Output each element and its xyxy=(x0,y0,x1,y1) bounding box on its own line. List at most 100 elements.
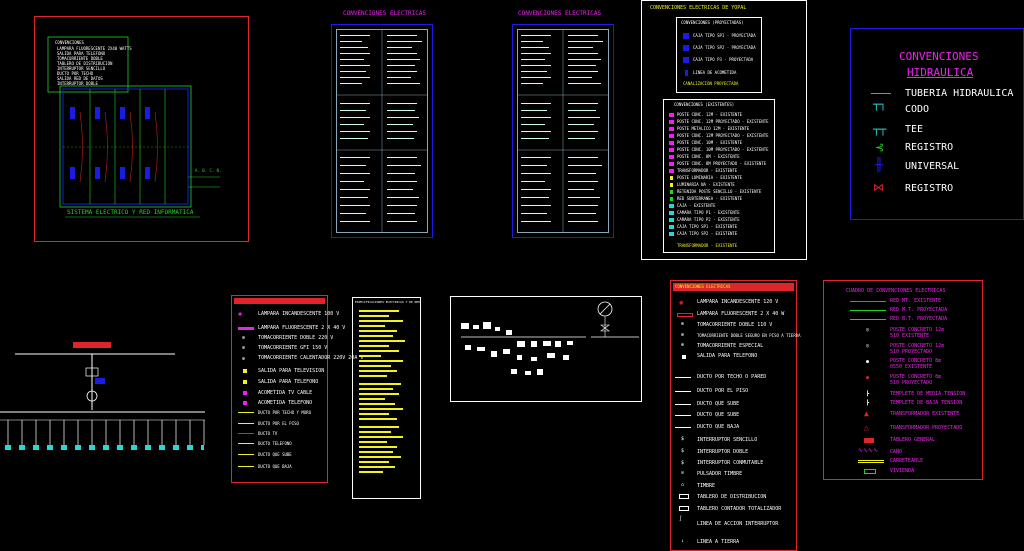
valve-icon: ⊰ xyxy=(875,141,885,154)
conduit-line-icon xyxy=(238,443,254,444)
yopal-sheet: CONVENCIONES ELECTRICAS DE YOPAL CONVENC… xyxy=(641,0,807,260)
left-legend-item: DUCTO POR EL PISO xyxy=(258,421,299,426)
ground-arrow-icon: ↓ xyxy=(681,538,685,544)
plan-legend-item: LAMPARA FLUORESCENTE 2X40 WATTS xyxy=(57,46,132,51)
outlet-icon: ⊕ xyxy=(242,356,246,362)
existing-item: POSTE CONC. 8M - EXISTENTE xyxy=(677,154,740,159)
yellow-notes-text xyxy=(359,310,405,473)
cuadro-item: TRANSFORMADOR EXISTENTE xyxy=(890,411,960,417)
existing-item: POSTE CONC. 10M - EXISTENTE xyxy=(677,140,743,145)
yellow-notes: ESPECIFICACIONES ELECTRICAS Y DE RED xyxy=(352,297,421,499)
switch-icon: $ xyxy=(681,436,685,442)
existing-item: LUMINARIA NA - EXISTENTE xyxy=(677,182,735,187)
existing-item: POSTE CONC. 12M PROYECTADO - EXISTENTE xyxy=(677,133,769,138)
existing-item: RETENIDA POSTE SENCILLO - EXISTENTE xyxy=(677,189,762,194)
cuadro-item: TABLERO GENERAL xyxy=(890,437,936,443)
table-right-title: CONVENCIONES ELECTRICAS xyxy=(518,10,602,17)
box-icon xyxy=(683,45,689,51)
projected-item: CAJA TIPO P3 - PROYECTADA xyxy=(693,57,754,62)
plan-sheet: CONVENCIONES LAMPARA FLUORESCENTE 2X40 W… xyxy=(34,16,249,242)
left-legend-item: DUCTO TELEFONO xyxy=(258,441,292,446)
table-right-grid xyxy=(517,29,609,233)
conduit-line-icon xyxy=(675,391,691,392)
existing-item: CAJA TIPO SP1 - EXISTENTE xyxy=(677,224,738,229)
left-legend-item: LAMPARA FLUORESCENTE 2 X 40 V xyxy=(258,325,346,331)
pushbutton-icon: ⊙ xyxy=(681,470,685,476)
bulb-icon: ✺ xyxy=(238,310,243,318)
svg-text:CONVENCIONES: CONVENCIONES xyxy=(55,40,84,45)
table-right xyxy=(512,24,614,238)
phone-line-icon xyxy=(243,401,247,405)
pole-icon: ◎ xyxy=(866,327,870,333)
gate-valve-icon: ⋈ xyxy=(873,181,884,194)
existing-item: CAJA - EXISTENTE xyxy=(677,203,716,208)
cuadro-item: RED B.T. PROYECTADA xyxy=(890,316,948,322)
transformer-projected-icon: △ xyxy=(864,423,869,432)
cuadro-legend: CUADRO DE CONVENCIONES ELECTRICAS RED MT… xyxy=(823,280,983,480)
box-icon xyxy=(683,57,689,63)
conduit-line-icon xyxy=(238,433,254,434)
existing-item: RED SUBTERRANEA - EXISTENTE xyxy=(677,196,743,201)
electrical-item: INTERRUPTOR DOBLE xyxy=(697,449,749,455)
pole-icon: ● xyxy=(866,359,870,365)
mt-line-icon xyxy=(850,301,886,302)
plan-side-note: A. B. C. N. xyxy=(195,168,222,173)
bulb-icon: ✺ xyxy=(679,298,684,307)
electrical-item: DUCTO QUE BAJA xyxy=(697,424,740,430)
left-legend-header-bar xyxy=(234,298,325,304)
conduit-up-icon xyxy=(675,415,691,416)
mt-projected-icon xyxy=(850,310,886,311)
electrical-item: TABLERO CONTADOR TOTALIZADOR xyxy=(697,506,782,512)
pole-icon: ● xyxy=(866,375,870,381)
left-legend-item: DUCTO TV xyxy=(258,431,278,436)
table-left-title: CONVENCIONES ELECTRICAS xyxy=(343,10,427,17)
tee-icon: ┬┬ xyxy=(873,123,887,136)
table-left xyxy=(331,24,433,238)
existing-icons xyxy=(669,113,674,236)
left-legend-item: ACOMETIDA TV CABLE xyxy=(258,390,313,396)
existing-item: POSTE LUMINARIA - EXISTENTE xyxy=(677,175,743,180)
plan-legend-item: TABLERO DE DISTRIBUCION xyxy=(57,61,113,66)
electrical-legend-title: CONVENCIONES ELECTRICAS xyxy=(675,284,731,289)
outlet-icon: ⊕ xyxy=(242,345,246,351)
existing-item: POSTE CONC. 12M PROYECTADO - EXISTENTE xyxy=(677,119,769,124)
projected-item: CAJA TIPO SP2 - PROYECTADA xyxy=(693,45,756,50)
hydraulic-item: CODO xyxy=(905,104,930,115)
yopal-projected-box: CONVENCIONES (PROYECTADAS) CAJA TIPO SP1… xyxy=(676,17,762,93)
conduit-line-icon xyxy=(675,377,691,378)
table-left-grid xyxy=(336,29,428,233)
electrical-item: SALIDA PARA TELEFONO xyxy=(697,353,758,359)
box-icon xyxy=(683,33,689,39)
projected-item: LINEA DE ACOMETIDA xyxy=(693,70,737,75)
plan-legend-item: TOMACORRIENTE DOBLE xyxy=(57,56,103,61)
cuadro-item: 510 PROYECTADO xyxy=(890,349,933,355)
outlet-icon: ⊕ xyxy=(242,335,246,341)
house-icon xyxy=(864,469,876,474)
cuadro-item: POSTE CONCRETO 8m xyxy=(890,358,942,364)
cuadro-item: 0550 EXISTENTE xyxy=(890,364,933,370)
projected-item: CANALIZACION PROYECTADA xyxy=(683,81,739,86)
guy-wire-icon: ┣ xyxy=(866,400,870,406)
pole-icon: ◎ xyxy=(866,343,870,349)
left-legend-item: DUCTO POR TECHO Y MURO xyxy=(258,410,311,415)
electrical-item: LAMPARA FLUORESCENTE 2 X 40 W xyxy=(697,311,785,317)
electrical-item: INTERRUPTOR CONMUTABLE xyxy=(697,460,764,466)
electrical-item: TIMBRE xyxy=(697,483,716,489)
cuadro-item: POSTE CONCRETO 12m xyxy=(890,327,945,333)
existing-item: POSTE CONC. 8M PROYECTADO - EXISTENTE xyxy=(677,161,767,166)
existing-item: CAJA TIPO SP2 - EXISTENTE xyxy=(677,231,738,236)
left-legend-item: SALIDA PARA TELEVISION xyxy=(258,368,325,374)
line-icon xyxy=(685,70,688,76)
phone-outlet-icon xyxy=(243,380,247,384)
left-legend-item: ACOMETIDA TELEFONO xyxy=(258,400,313,406)
stream-icon: ∿∿∿∿ xyxy=(858,447,879,454)
meter-panel-icon xyxy=(679,506,689,511)
left-legend-item: DUCTO QUE SUBE xyxy=(258,452,292,457)
electrical-item: DUCTO POR TECHO O PARED xyxy=(697,374,767,380)
cuadro-item: TEMPLETE DE MEDIA TENSION xyxy=(890,391,966,397)
hydraulic-legend: CONVENCIONES HIDRAULICA TUBERIA HIDRAULI… xyxy=(850,28,1024,220)
existing-item: POSTE METALICO 12M - EXISTENTE xyxy=(677,126,750,131)
electrical-item: DUCTO QUE SUBE xyxy=(697,401,740,407)
electrical-legend-header-bar xyxy=(673,283,794,291)
yellow-notes-title: ESPECIFICACIONES ELECTRICAS Y DE RED xyxy=(355,300,421,304)
